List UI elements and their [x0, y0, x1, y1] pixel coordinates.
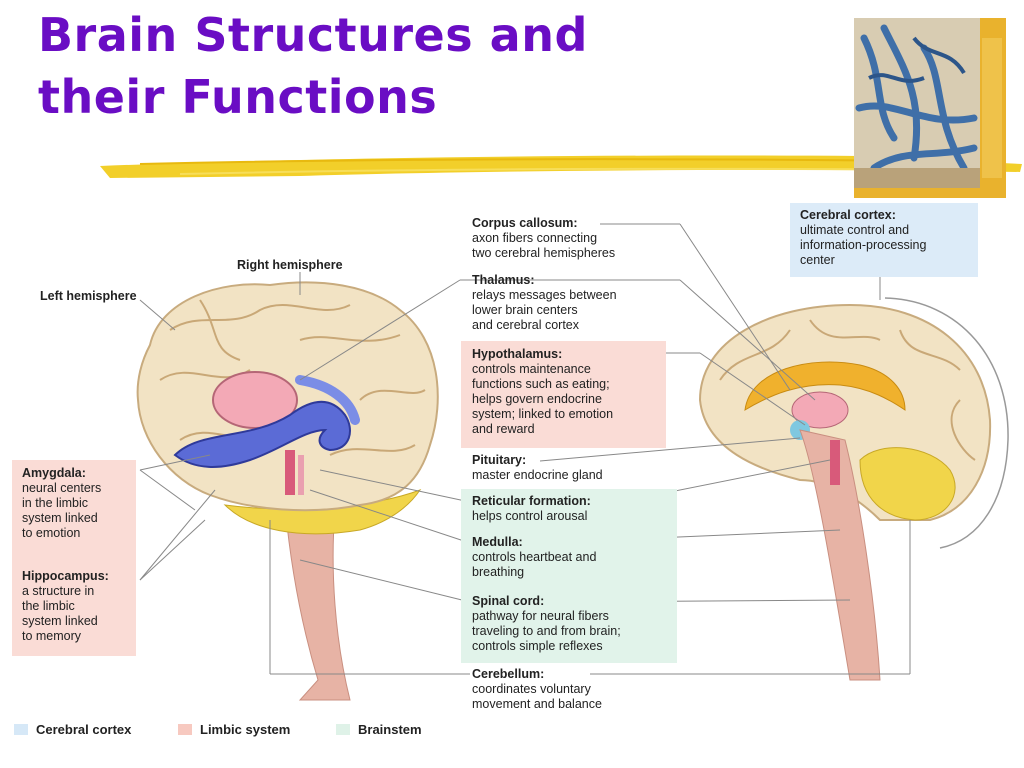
callout-cerebral-cortex: Cerebral cortex: ultimate control and in… [800, 208, 926, 268]
leader-lines [139, 223, 911, 675]
legend-item-brainstem: Brainstem [336, 722, 422, 737]
callout-hippocampus: Hippocampus: a structure in the limbic s… [22, 569, 109, 644]
legend-label: Cerebral cortex [36, 722, 132, 737]
callout-name: Thalamus: [472, 273, 535, 287]
callout-desc: controls heartbeat and breathing [472, 550, 597, 579]
right-hemisphere-label: Right hemisphere [237, 258, 343, 272]
callout-name: Hippocampus: [22, 569, 109, 583]
callout-amygdala: Amygdala: neural centers in the limbic s… [22, 466, 101, 541]
left-hemisphere-label: Left hemisphere [40, 289, 137, 303]
slide-title-line1: Brain Structures and [38, 8, 588, 62]
legend-item-cerebral-cortex: Cerebral cortex [14, 722, 131, 737]
callout-desc: coordinates voluntary movement and balan… [472, 682, 602, 711]
left-thalamus-shape [212, 371, 298, 429]
callout-desc: controls maintenance functions such as e… [472, 362, 614, 436]
callout-name: Corpus callosum: [472, 216, 578, 230]
hypothalamus-box [461, 341, 666, 448]
callout-thalamus: Thalamus: relays messages between lower … [472, 273, 617, 333]
callout-name: Medulla: [472, 535, 523, 549]
callout-desc: neural centers in the limbic system link… [22, 481, 102, 540]
legend-swatch [178, 724, 192, 735]
callout-name: Amygdala: [22, 466, 86, 480]
slide-title-line2: their Functions [38, 70, 438, 124]
callout-spinal-cord: Spinal cord: pathway for neural fibers t… [472, 594, 621, 654]
callout-desc: a structure in the limbic system linked … [22, 584, 98, 643]
left-brainstem [284, 504, 351, 701]
cerebral-cortex-box [790, 203, 978, 277]
callout-name: Cerebellum: [472, 667, 545, 681]
callout-corpus-callosum: Corpus callosum: axon fibers connecting … [472, 216, 615, 261]
limbic-labels-box [12, 460, 136, 656]
right-thalamus-shape [791, 391, 849, 429]
callout-name: Hypothalamus: [472, 347, 563, 361]
callout-desc: relays messages between lower brain cent… [472, 288, 617, 332]
legend-swatch [14, 724, 28, 735]
callout-pituitary: Pituitary: master endocrine gland [472, 453, 603, 483]
callout-medulla: Medulla: controls heartbeat and breathin… [472, 535, 596, 580]
callout-reticular-formation: Reticular formation: helps control arous… [472, 494, 591, 524]
callout-desc: master endocrine gland [472, 468, 603, 482]
callout-desc: axon fibers connecting two cerebral hemi… [472, 231, 616, 260]
textbook-cover-image [854, 18, 1006, 198]
callout-name: Reticular formation: [472, 494, 591, 508]
callout-desc: helps control arousal [472, 509, 588, 523]
callout-hypothalamus: Hypothalamus: controls maintenance funct… [472, 347, 613, 437]
callout-name: Spinal cord: [472, 594, 545, 608]
callout-cerebellum: Cerebellum: coordinates voluntary moveme… [472, 667, 602, 712]
callout-desc: ultimate control and information-process… [800, 223, 927, 267]
legend-item-limbic-system: Limbic system [178, 722, 290, 737]
callout-name: Pituitary: [472, 453, 527, 467]
legend-label: Brainstem [358, 722, 422, 737]
slide-title: Brain Structures and their Functions [38, 4, 588, 128]
callout-name: Cerebral cortex: [800, 208, 896, 222]
legend-swatch [336, 724, 350, 735]
right-corpus-callosum-shape [744, 361, 906, 411]
right-cerebellum-shape [859, 447, 956, 521]
callout-desc: pathway for neural fibers traveling to a… [472, 609, 621, 653]
legend-label: Limbic system [200, 722, 291, 737]
left-hippocampus-shape [173, 400, 351, 468]
brainstem-box [461, 489, 677, 663]
